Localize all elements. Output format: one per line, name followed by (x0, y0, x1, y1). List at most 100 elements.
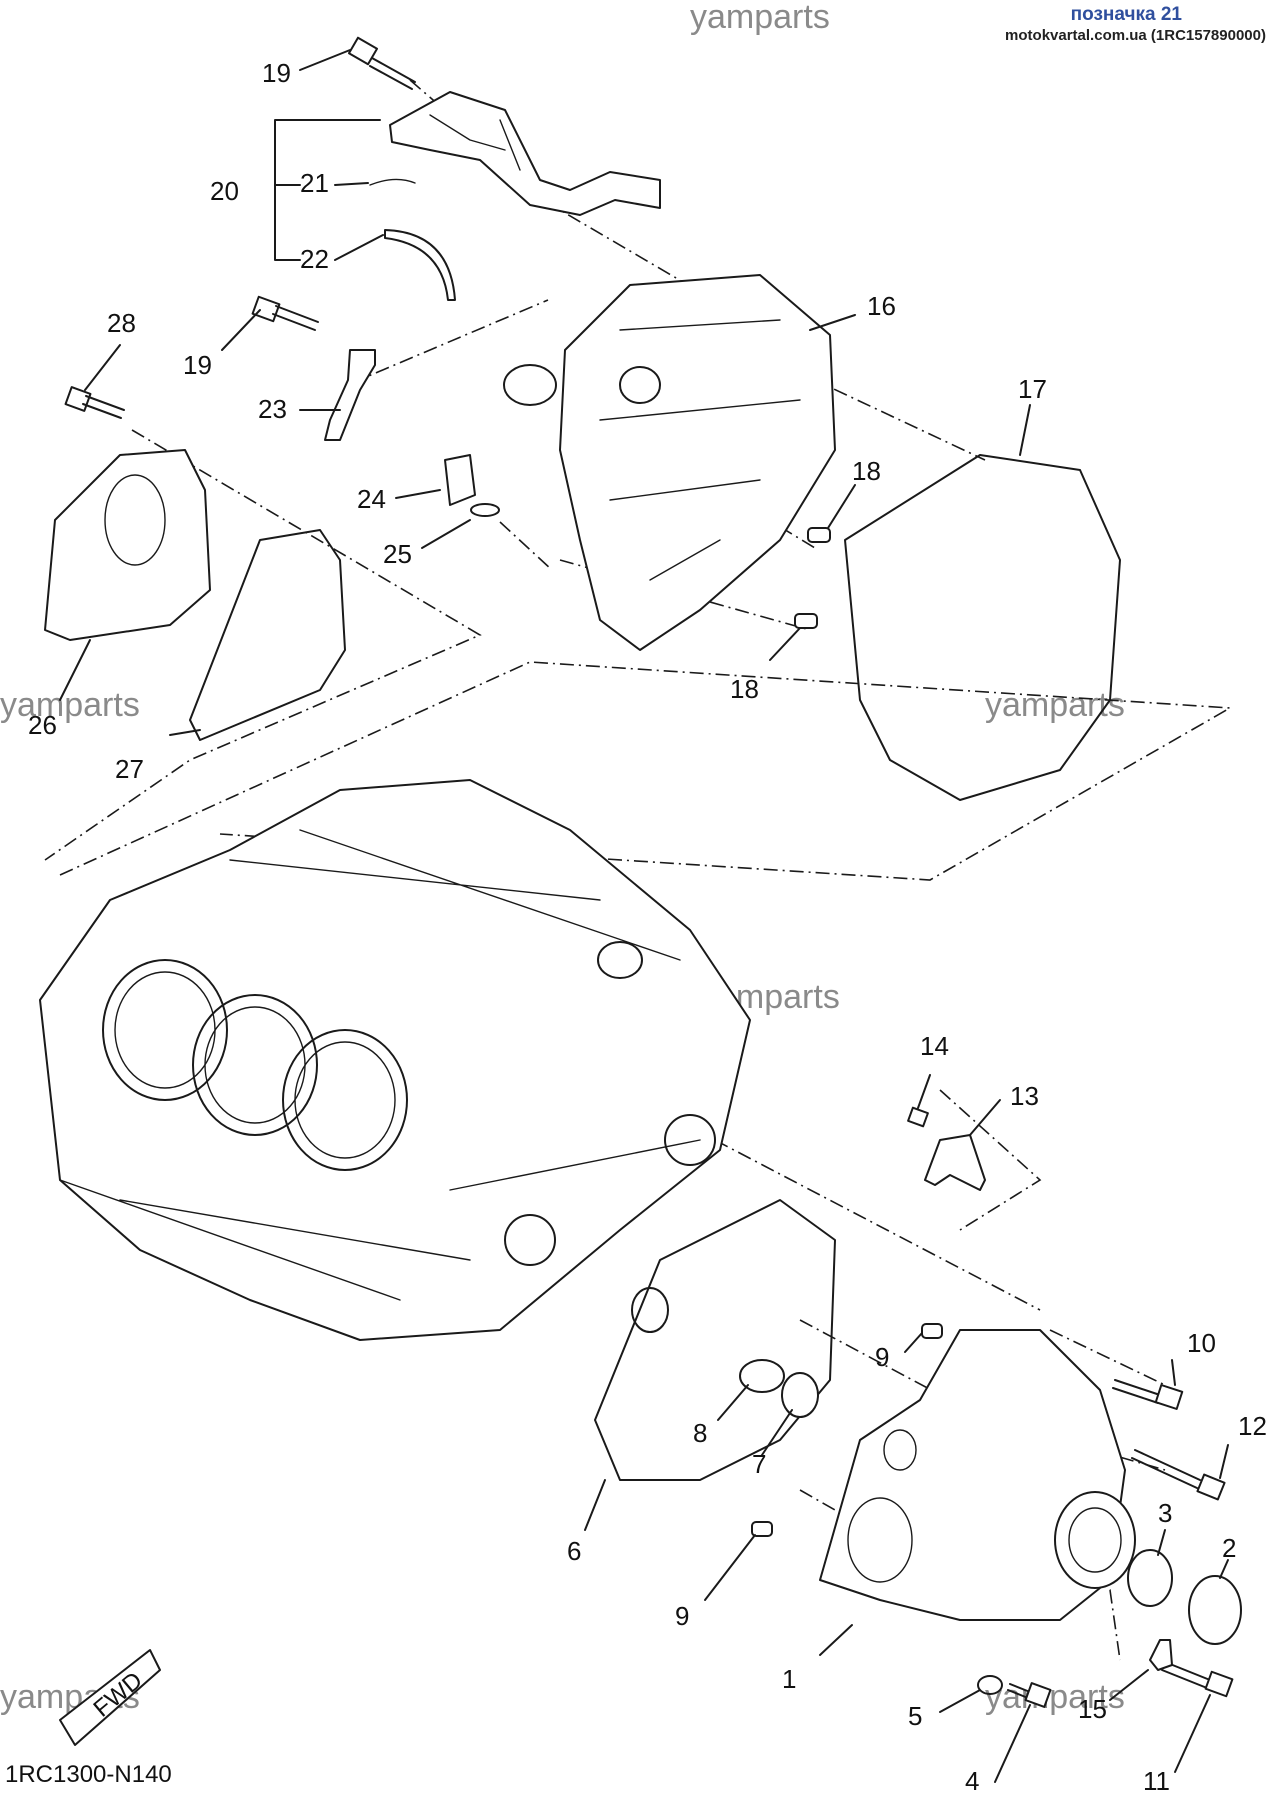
cover-1-boss (847, 1497, 913, 1583)
callout-17: 17 (1018, 374, 1047, 404)
leader-line (334, 234, 384, 261)
gasket-17 (844, 454, 1121, 801)
callout-9: 9 (675, 1601, 689, 1631)
leader-line (584, 1479, 606, 1531)
bolt-19-left (251, 295, 319, 331)
bolt-10 (1112, 1379, 1184, 1410)
cover-26-boss (104, 474, 166, 566)
o-ring-3 (1127, 1549, 1173, 1607)
group-bracket-20 (274, 119, 381, 261)
callout-4: 4 (965, 1766, 979, 1796)
callout-11: 11 (1143, 1766, 1170, 1796)
callout-10: 10 (1187, 1328, 1216, 1358)
leader-line (221, 309, 261, 351)
alignment-line (799, 1319, 951, 1401)
callout-20: 20 (210, 176, 239, 206)
bolt-28 (64, 386, 125, 419)
callout-8: 8 (693, 1418, 707, 1448)
seal-strip-22 (384, 229, 456, 301)
callout-18: 18 (730, 674, 759, 704)
leader-line (717, 1384, 749, 1421)
cover-1-opening (1054, 1491, 1136, 1589)
leader-line (819, 1624, 853, 1656)
bolt-11 (1161, 1661, 1234, 1698)
leader-line (1219, 1444, 1229, 1479)
oil-seal-7 (781, 1372, 819, 1418)
cover-16-boss (503, 364, 557, 406)
dowel-18 (807, 527, 831, 543)
callout-18: 18 (852, 456, 881, 486)
cover-16-boss (619, 366, 661, 404)
header-site: motokvartal.com.ua (1RC157890000) (1005, 27, 1266, 44)
callout-7: 7 (752, 1449, 766, 1479)
oil-plug-24 (444, 454, 476, 506)
callout-25: 25 (383, 539, 412, 569)
callout-19: 19 (183, 350, 212, 380)
bolt-12 (1131, 1449, 1226, 1501)
alignment-line (939, 1089, 1042, 1231)
leader-line (827, 484, 856, 529)
callout-5: 5 (908, 1701, 922, 1731)
leader-line (84, 344, 121, 391)
callout-9: 9 (875, 1342, 889, 1372)
leader-line (1171, 1359, 1176, 1386)
callout-19: 19 (262, 58, 291, 88)
callout-2: 2 (1222, 1533, 1236, 1563)
engine-crankcase (39, 779, 751, 1341)
callout-15: 15 (1078, 1694, 1107, 1724)
seal-strip-21 (369, 178, 416, 186)
callout-26: 26 (28, 710, 57, 740)
leader-line (809, 314, 856, 331)
o-ring-25 (470, 503, 500, 517)
alignment-line (351, 299, 549, 384)
bolt-14 (907, 1106, 929, 1128)
crankcase-cover-1 (819, 1329, 1126, 1621)
bolt-19-top (347, 36, 416, 90)
leader-line (917, 1074, 931, 1109)
cover-bracket-20 (389, 91, 661, 216)
leader-line (169, 729, 201, 736)
leader-line (1174, 1694, 1211, 1773)
clamp-15 (1149, 1639, 1173, 1671)
callout-12: 12 (1238, 1411, 1267, 1441)
leader-line (904, 1332, 923, 1353)
alignment-line (409, 79, 701, 293)
plug-2 (1188, 1575, 1242, 1645)
header-badge: позначка 21 (1070, 4, 1182, 25)
callout-3: 3 (1158, 1498, 1172, 1528)
leader-line (939, 1689, 981, 1713)
callout-24: 24 (357, 484, 386, 514)
washer-5 (977, 1675, 1003, 1695)
callout-1: 1 (782, 1664, 796, 1694)
circlip-8 (739, 1359, 785, 1393)
leader-line (761, 1409, 793, 1456)
callout-22: 22 (300, 244, 329, 274)
cover-16-ribs (599, 319, 801, 581)
leader-line (299, 49, 351, 71)
leader-line (59, 639, 91, 701)
callout-27: 27 (115, 754, 144, 784)
alignment-line (799, 1489, 871, 1531)
bracket-23 (324, 349, 376, 441)
watermark: yamparts (690, 0, 830, 36)
leader-line (1109, 1669, 1149, 1701)
leader-line (994, 1704, 1031, 1783)
bracket-13 (924, 1134, 986, 1191)
cover-1-opening-inner (1068, 1507, 1122, 1573)
leader-line (704, 1534, 756, 1601)
leader-line (421, 519, 471, 549)
leader-line (395, 489, 441, 499)
watermark: yamparts (985, 686, 1125, 724)
gasket-6 (594, 1199, 836, 1481)
cover-1-boss (883, 1429, 917, 1471)
leader-line (769, 627, 801, 661)
leader-line (1019, 404, 1031, 456)
alignment-line (1049, 1329, 1166, 1386)
callout-13: 13 (1010, 1081, 1039, 1111)
callout-23: 23 (258, 394, 287, 424)
dowel-9 (921, 1323, 943, 1339)
leader-line (969, 1099, 1001, 1136)
alignment-line (999, 1519, 1121, 1661)
